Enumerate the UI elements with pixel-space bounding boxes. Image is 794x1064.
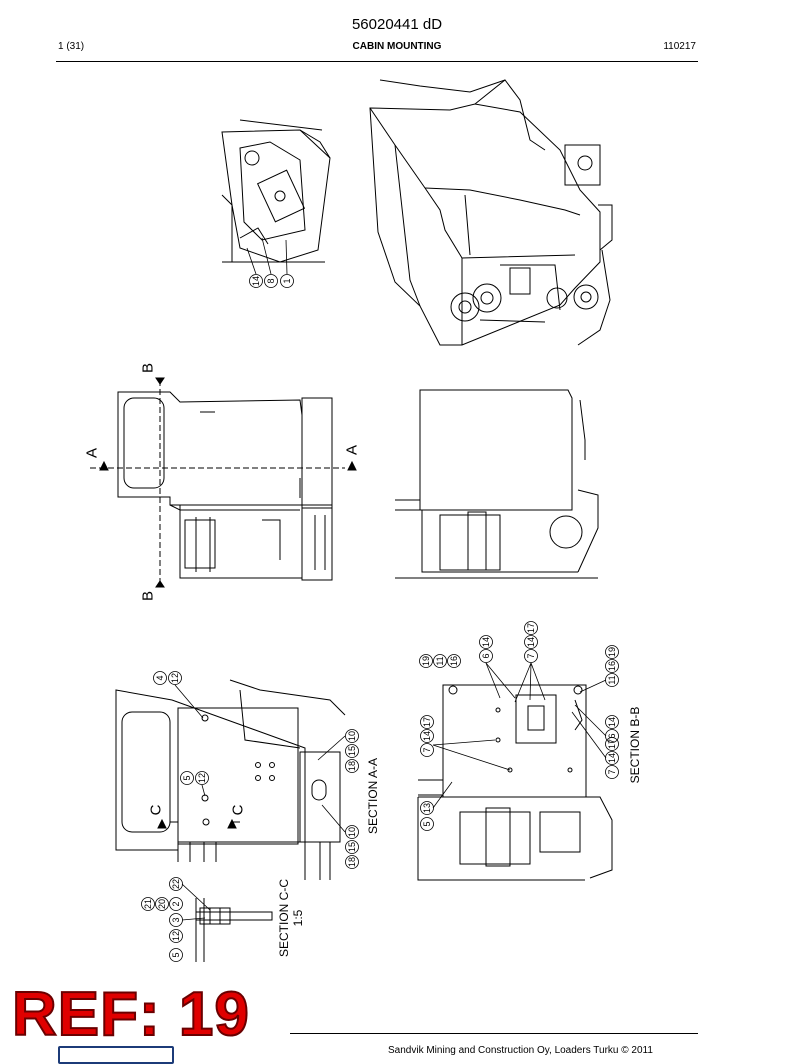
callout-11: 11 <box>607 675 617 684</box>
callout-14: 14 <box>481 637 491 647</box>
section-marker-b-top: B <box>140 363 157 373</box>
callout-10: 10 <box>347 827 357 837</box>
callout-14: 14 <box>422 731 432 741</box>
callout-22: 22 <box>171 879 181 889</box>
callout-18: 18 <box>347 761 357 771</box>
callout-3: 3 <box>171 917 181 922</box>
callout-6: 6 <box>607 733 617 738</box>
callout-16: 16 <box>607 661 617 671</box>
sandvik-logo <box>58 1046 174 1064</box>
callout-7: 7 <box>607 769 617 774</box>
callout-15: 15 <box>347 842 357 852</box>
callout-18: 18 <box>347 857 357 867</box>
iso-detail-view <box>221 119 331 263</box>
section-cc-callouts <box>141 877 211 962</box>
footer-rule <box>290 1033 698 1034</box>
callout-14: 14 <box>251 276 261 286</box>
document-number: 56020441 dD <box>351 16 443 33</box>
callout-7: 7 <box>422 747 432 752</box>
page-indicator: 1 (31) <box>58 41 85 52</box>
footer-copyright: Sandvik Mining and Construction Oy, Load… <box>388 1045 653 1056</box>
section-cc-view <box>195 898 273 962</box>
section-cc-scale: 1:5 <box>291 909 305 926</box>
callout-1: 1 <box>282 278 292 283</box>
callout-12: 12 <box>170 673 180 683</box>
section-marker-c-left: C <box>148 804 165 815</box>
section-marker-a-right: A <box>344 445 361 455</box>
callout-17: 17 <box>526 623 536 633</box>
section-aa-callouts <box>153 671 359 869</box>
section-bb-title: SECTION B-B <box>628 707 642 784</box>
side-view <box>90 380 345 585</box>
document-date: 110217 <box>663 41 696 52</box>
callout-2: 2 <box>171 901 181 906</box>
end-view <box>395 389 599 579</box>
section-markers-ab <box>99 377 357 588</box>
callout-17: 17 <box>422 717 432 727</box>
section-marker-a-left: A <box>84 448 101 458</box>
callout-4: 4 <box>155 675 165 680</box>
callout-6: 6 <box>481 653 491 658</box>
ref-stamp: REF: 19 <box>11 980 250 1049</box>
callout-20: 20 <box>157 899 167 909</box>
section-c-markers <box>157 818 237 829</box>
section-aa-view <box>115 679 346 880</box>
callout-21: 21 <box>143 899 153 909</box>
section-bb-callouts <box>419 621 619 831</box>
callout-14: 14 <box>607 717 617 727</box>
callout-8: 8 <box>266 278 276 283</box>
section-marker-c-right: C <box>230 804 247 815</box>
callout-12: 12 <box>197 773 207 783</box>
section-bb-view <box>417 684 613 881</box>
callout-13: 13 <box>422 803 432 813</box>
header-rule <box>56 61 698 62</box>
callout-5: 5 <box>171 952 181 957</box>
section-cc-title: SECTION C-C <box>277 879 291 957</box>
callout-5: 5 <box>422 821 432 826</box>
callout-14: 14 <box>607 753 617 763</box>
callout-15: 15 <box>347 746 357 756</box>
callout-19: 19 <box>421 656 431 666</box>
section-aa-title: SECTION A-A <box>366 758 380 834</box>
callout-12: 12 <box>171 931 181 941</box>
section-marker-b-bottom: B <box>140 591 157 601</box>
callout-10: 10 <box>347 731 357 741</box>
callout-19: 19 <box>607 647 617 657</box>
callout-14: 14 <box>526 637 536 647</box>
iso-detail-callouts <box>246 237 294 288</box>
callout-16: 16 <box>449 656 459 666</box>
page-title: CABIN MOUNTING <box>352 41 442 52</box>
callout-11: 11 <box>435 656 445 665</box>
callout-5: 5 <box>182 775 192 780</box>
callout-17: 17 <box>607 739 617 749</box>
callout-7: 7 <box>526 653 536 658</box>
iso-cabin-view <box>369 79 613 346</box>
